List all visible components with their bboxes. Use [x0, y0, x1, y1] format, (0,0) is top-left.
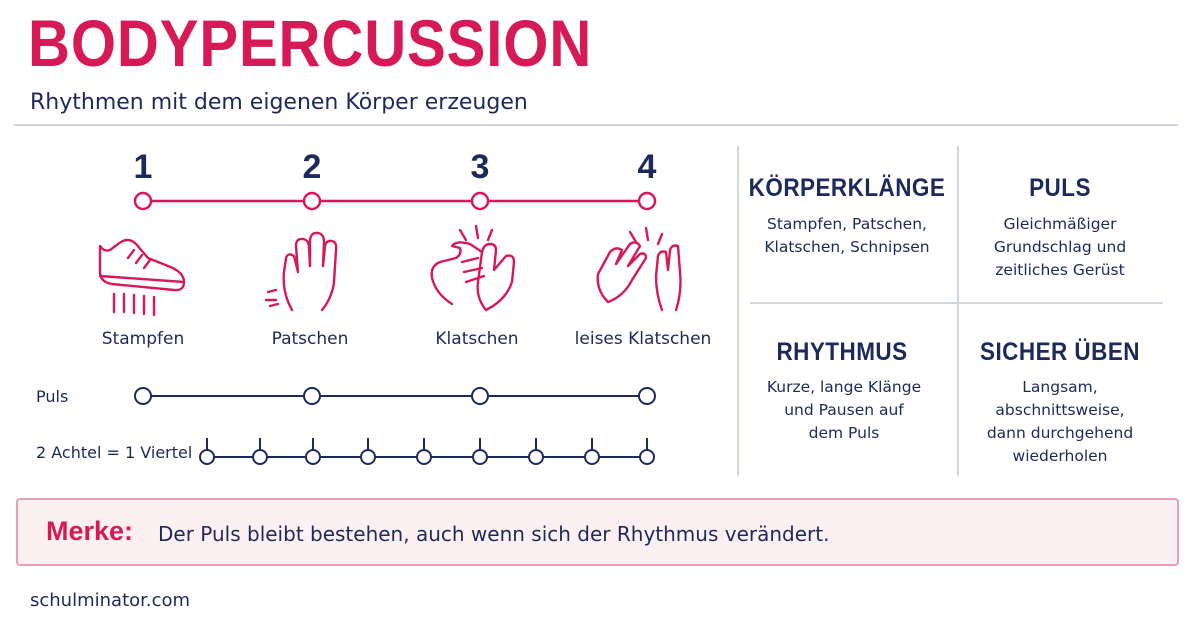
card-title-puls: PULS: [1029, 174, 1091, 202]
header-divider: [14, 124, 1178, 126]
beat-number-3: 3: [471, 148, 490, 186]
merke-label: Merke:: [46, 516, 134, 546]
beat-marker-4: [637, 191, 657, 211]
beat-label-3: Klatschen: [435, 329, 519, 349]
eighth-note-marker: [584, 438, 600, 465]
merke-text: Der Puls bleibt bestehen, auch wenn sich…: [158, 522, 830, 546]
hand-pat-icon: [264, 231, 338, 312]
grid-divider-left: [737, 146, 739, 476]
pulse-marker: [303, 387, 321, 405]
soft-clap-icon: [596, 226, 682, 312]
eighth-note-marker: [639, 438, 655, 465]
eighth-note-marker: [416, 438, 432, 465]
merke-note: Merke: Der Puls bleibt bestehen, auch we…: [16, 498, 1179, 566]
beat-diagram: 1 2 3 4: [98, 148, 682, 465]
pulse-marker: [134, 387, 152, 405]
beat-marker-1: [133, 191, 153, 211]
eighth-note-marker: [472, 438, 488, 465]
eighth-note-marker: [360, 438, 376, 465]
hands-clap-icon: [430, 224, 516, 312]
eighths-row-label: 2 Achtel = 1 Viertel: [36, 443, 193, 462]
card-text-rhythmus: Kurze, lange Klänge und Pausen auf dem P…: [766, 378, 922, 442]
grid-divider-center: [957, 146, 959, 476]
card-title-sicher-ueben: SICHER ÜBEN: [980, 338, 1140, 366]
page-subtitle: Rhythmen mit dem eigenen Körper erzeugen: [30, 90, 528, 115]
page-title: BODYPERCUSSION: [28, 6, 593, 80]
beat-label-1: Stampfen: [101, 329, 185, 349]
beat-number-2: 2: [303, 148, 322, 186]
card-text-puls: Gleichmäßiger Grundschlag und zeitliches…: [993, 215, 1127, 279]
beat-marker-2: [302, 191, 322, 211]
card-title-rhythmus: RHYTHMUS: [776, 338, 908, 366]
sneaker-stomp-icon: [98, 238, 186, 317]
card-title-koerperklaenge: KÖRPERKLÄNGE: [748, 174, 946, 202]
pulse-marker: [471, 387, 489, 405]
beat-marker-3: [470, 191, 490, 211]
beat-label-2: Patschen: [271, 329, 349, 349]
card-text-koerperklaenge: Stampfen, Patschen, Klatschen, Schnipsen: [764, 215, 930, 256]
pulse-marker: [638, 387, 656, 405]
beat-label-4: leises Klatschen: [574, 329, 712, 349]
footer-source: schulminator.com: [30, 590, 191, 611]
beat-number-1: 1: [134, 148, 153, 186]
eighth-note-marker: [252, 438, 268, 465]
card-text-sicher-ueben: Langsam, abschnittsweise, dann durchgehe…: [986, 378, 1134, 465]
eighth-note-marker: [528, 438, 544, 465]
grid-divider-middle: [750, 302, 1163, 304]
eighth-note-marker: [199, 438, 215, 465]
eighth-note-marker: [305, 438, 321, 465]
beat-number-4: 4: [638, 148, 657, 186]
pulse-row-label: Puls: [36, 387, 69, 406]
